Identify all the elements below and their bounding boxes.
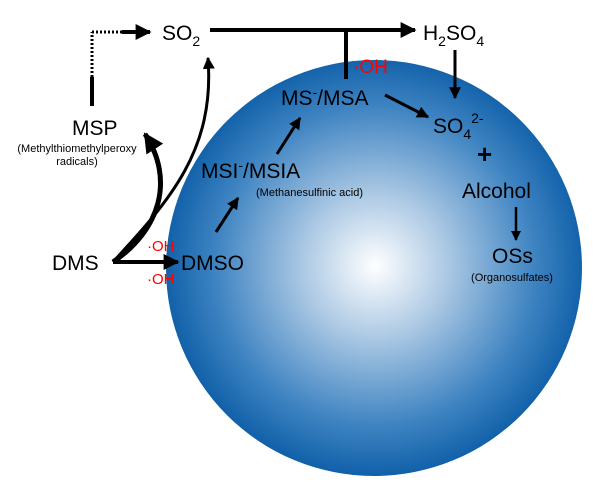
- oh-radical-dms-lower: ·OH: [147, 271, 175, 288]
- dmso-label: DMSO: [181, 252, 244, 275]
- oss-description: (Organosulfates): [471, 272, 553, 284]
- so2-label: SO2: [162, 22, 200, 49]
- dms-to-msp-curve: [111, 132, 164, 265]
- oss-label: OSs: [492, 245, 533, 268]
- oh-radical-top: ·OH: [353, 57, 388, 78]
- plus-sign: +: [477, 139, 492, 169]
- msia-to-msa-arrow: [275, 116, 302, 155]
- msp-description-line1: (Methylthiomethylperoxy: [17, 143, 137, 155]
- so4-label: SO42-: [433, 110, 484, 142]
- aerosol-sphere: [166, 60, 582, 476]
- ms-msa-label: MS-/MSA: [281, 84, 369, 110]
- alcohol-label: Alcohol: [462, 180, 531, 203]
- h2so4-label: H2SO4: [423, 22, 484, 49]
- oh-radical-dms-upper: ·OH: [147, 238, 175, 255]
- dms-label: DMS: [52, 252, 99, 275]
- msia-description: (Methanesulfinic acid): [256, 187, 363, 199]
- msa-to-so4-arrow: [384, 93, 430, 119]
- msp-label: MSP: [72, 117, 118, 140]
- dms-to-so2-curve: [111, 56, 215, 264]
- msp-description-line2: radicals): [56, 156, 98, 168]
- dmso-to-msia-arrow: [214, 196, 240, 233]
- msi-msia-label: MSI-/MSIA: [201, 157, 300, 183]
